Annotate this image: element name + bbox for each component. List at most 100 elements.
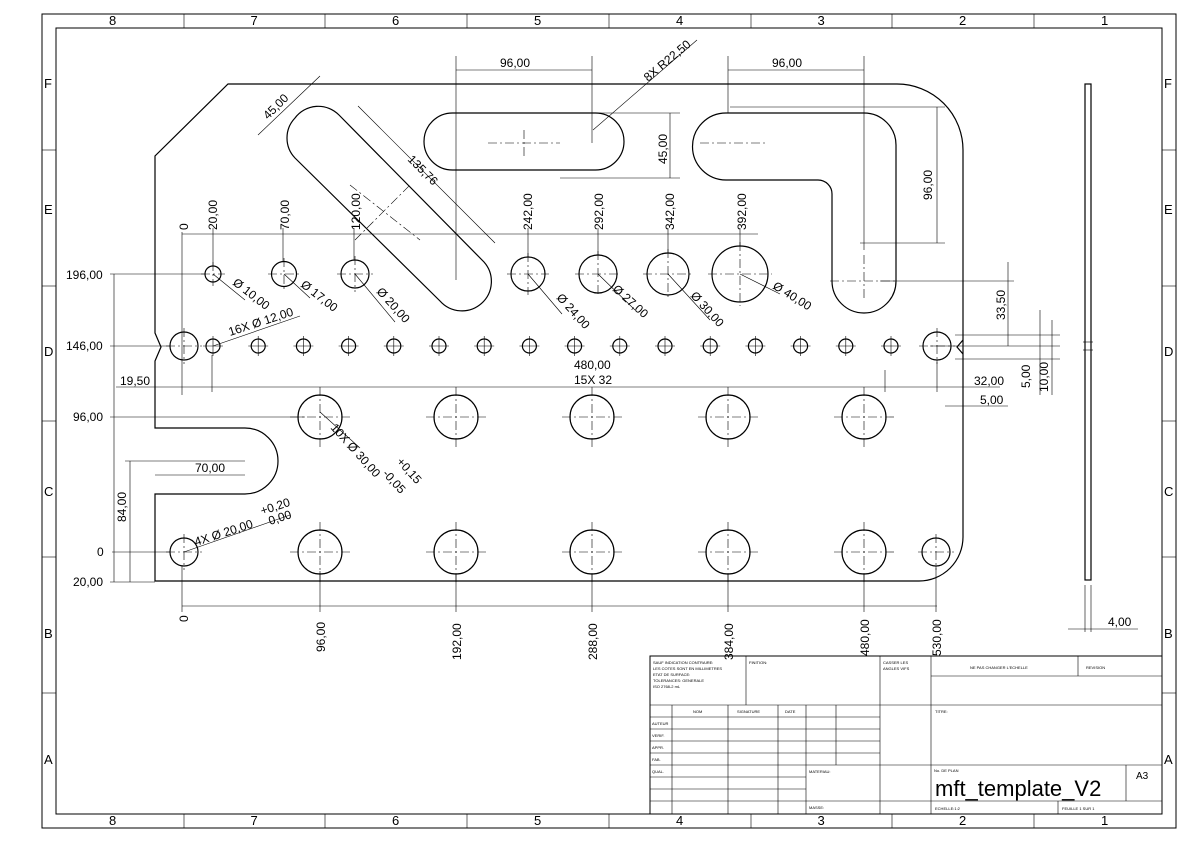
break-edges-2: ANGLES VIFS bbox=[883, 666, 910, 671]
drawing-no-label: No. DE PLAN bbox=[934, 768, 959, 773]
zone-column-label: 2 bbox=[959, 13, 966, 28]
zone-row-label: A bbox=[1164, 752, 1173, 767]
slot-l-shaped bbox=[691, 112, 897, 314]
dim-slot-radius: 8X R22,50 bbox=[641, 37, 694, 84]
zone-row-label: F bbox=[1164, 76, 1172, 91]
note-line-1: SAUF INDICATION CONTRAIRE: bbox=[653, 660, 713, 665]
zone-column-label: 3 bbox=[818, 813, 825, 828]
dim-small-tol-dn: 0,00 bbox=[267, 507, 294, 528]
dim-slot-right-height: 96,00 bbox=[921, 170, 935, 200]
dim-bottom-530: 530,00 bbox=[930, 619, 944, 656]
slot-centerlines bbox=[349, 130, 896, 300]
dim-big-holes: 10X Ø 30,00 bbox=[328, 421, 384, 481]
dim-bottom-288: 288,00 bbox=[586, 623, 600, 660]
scale-label: ECHELLE:1:2 bbox=[935, 806, 961, 811]
dim-slot-pitch-right: 96,00 bbox=[772, 56, 802, 70]
zone-column-label: 1 bbox=[1101, 13, 1108, 28]
dim-d10: Ø 10,00 bbox=[230, 275, 273, 313]
slot-horizontal bbox=[423, 112, 625, 171]
finish-label: FINITION: bbox=[749, 660, 767, 665]
dim-u-slot-70: 70,00 bbox=[195, 461, 225, 475]
dim-y-20: 20,00 bbox=[73, 575, 103, 589]
dim-bottom-0: 0 bbox=[177, 615, 191, 622]
zone-row-label: B bbox=[44, 626, 53, 641]
dim-x-120: 120,00 bbox=[349, 193, 363, 230]
dim-x-392: 392,00 bbox=[735, 193, 749, 230]
role-fab: FAB. bbox=[652, 757, 661, 762]
dimension-texts: 96,00 96,00 8X R22,50 45,00 96,00 45,00 … bbox=[66, 37, 1132, 660]
break-edges-1: CASSER LES bbox=[883, 660, 908, 665]
role-appr: APPR. bbox=[652, 745, 664, 750]
slot-angled bbox=[286, 105, 492, 312]
dim-notch-5b: 5,00 bbox=[1019, 364, 1033, 388]
zone-column-label: 1 bbox=[1101, 813, 1108, 828]
title-block: SAUF INDICATION CONTRAIRE: LES COTES SON… bbox=[649, 655, 1163, 815]
zone-column-label: 7 bbox=[251, 813, 258, 828]
note-line-3: ETAT DE SURFACE: bbox=[653, 672, 690, 677]
zone-column-label: 6 bbox=[392, 813, 399, 828]
zone-column-label: 4 bbox=[676, 13, 683, 28]
dim-d40: Ø 40,00 bbox=[770, 279, 814, 314]
dim-y-96: 96,00 bbox=[73, 410, 103, 424]
dim-thickness: 4,00 bbox=[1108, 615, 1132, 629]
col-name: NOM bbox=[693, 709, 702, 714]
zone-row-label: E bbox=[44, 202, 53, 217]
dim-notch-5: 5,00 bbox=[980, 393, 1004, 407]
col-signature: SIGNATURE bbox=[737, 709, 760, 714]
col-date: DATE bbox=[785, 709, 796, 714]
dim-pitch-15x32: 15X 32 bbox=[574, 373, 612, 387]
dim-x-20: 20,00 bbox=[206, 200, 220, 230]
zone-row-label: A bbox=[44, 752, 53, 767]
zone-row-label: B bbox=[1164, 626, 1173, 641]
no-scale-label: NE PAS CHANGER L'ECHELLE bbox=[970, 665, 1028, 670]
zone-row-label: D bbox=[1164, 344, 1173, 359]
zone-column-label: 4 bbox=[676, 813, 683, 828]
dim-bottom-192: 192,00 bbox=[450, 623, 464, 660]
revision-label: REVISION bbox=[1086, 665, 1105, 670]
sheet-label: FEUILLE 1 SUR 1 bbox=[1062, 806, 1095, 811]
dim-bottom-480: 480,00 bbox=[858, 619, 872, 656]
dim-angle-slot-length: 135,76 bbox=[405, 152, 441, 188]
zone-column-label: 5 bbox=[534, 13, 541, 28]
zone-row-label: D bbox=[44, 344, 53, 359]
dim-small-holes: 4X Ø 20,00 bbox=[193, 517, 255, 549]
note-line-5: ISO 2768-2 mL bbox=[653, 684, 681, 689]
dim-edge-19: 19,50 bbox=[120, 374, 150, 388]
dim-y-146: 146,00 bbox=[66, 339, 103, 353]
zone-column-label: 8 bbox=[109, 13, 116, 28]
role-qual: QUAL. bbox=[652, 769, 664, 774]
zone-row-label: C bbox=[1164, 484, 1173, 499]
zone-row-label: E bbox=[1164, 202, 1173, 217]
zone-column-label: 6 bbox=[392, 13, 399, 28]
role-verif: VERIF. bbox=[652, 733, 664, 738]
dim-angle-slot-width: 45,00 bbox=[260, 91, 291, 122]
side-view bbox=[1068, 83, 1138, 632]
title-label: TITRE: bbox=[935, 709, 948, 714]
dim-right-33: 33,50 bbox=[994, 290, 1008, 320]
dim-edge-32: 32,00 bbox=[974, 374, 1004, 388]
drawing-number: mft_template_V2 bbox=[935, 776, 1101, 801]
mass-label: MASSE: bbox=[809, 805, 824, 810]
dimension-lines bbox=[110, 39, 1060, 612]
dim-slot-pitch-left: 96,00 bbox=[500, 56, 530, 70]
dim-y-0: 0 bbox=[97, 545, 104, 559]
material-label: MATERIAU: bbox=[809, 769, 830, 774]
zone-column-label: 5 bbox=[534, 813, 541, 828]
dim-bottom-384: 384,00 bbox=[722, 623, 736, 660]
zone-column-label: 2 bbox=[959, 813, 966, 828]
sheet-size: A3 bbox=[1136, 771, 1149, 782]
note-line-2: LES COTES SONT EN MILLIMETRES bbox=[653, 666, 722, 671]
zone-column-label: 7 bbox=[251, 13, 258, 28]
dim-d27: Ø 27,00 bbox=[610, 282, 651, 321]
dim-x-0-top: 0 bbox=[177, 223, 191, 230]
dim-d17: Ø 17,00 bbox=[298, 277, 341, 315]
dim-y-196: 196,00 bbox=[66, 268, 103, 282]
part-outline bbox=[154, 83, 964, 582]
zone-column-label: 8 bbox=[109, 813, 116, 828]
dim-bottom-96: 96,00 bbox=[314, 622, 328, 652]
dim-x-242: 242,00 bbox=[521, 193, 535, 230]
dim-span-480: 480,00 bbox=[574, 358, 611, 372]
dim-y-84: 84,00 bbox=[115, 492, 129, 522]
